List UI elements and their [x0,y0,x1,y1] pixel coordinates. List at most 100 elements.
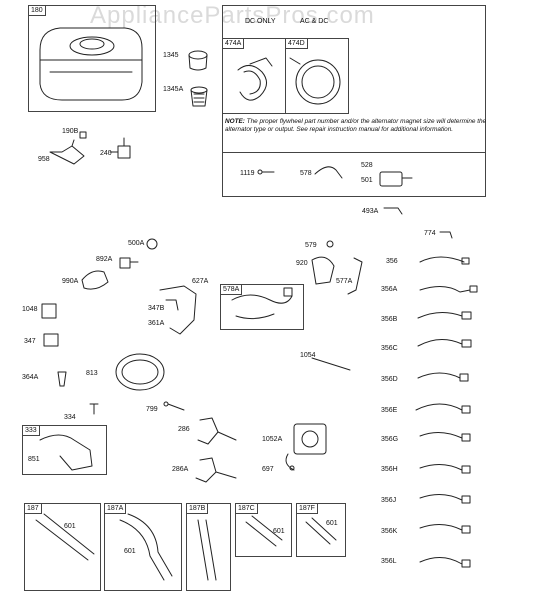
label-240: 240 [100,150,112,157]
part-990a [81,270,109,290]
label-1052a: 1052A [262,436,283,443]
harness-356j-part [419,494,471,504]
part-286a [195,457,237,483]
part-347 [43,333,59,347]
label-578: 578 [300,170,312,177]
label-356j: 356J [381,497,397,504]
label-697: 697 [262,466,274,473]
harness-356g-part [419,432,471,442]
label-356d: 356D [381,376,398,383]
harness-box: 578A [220,284,304,330]
regulator-501-part [379,171,413,187]
dipstick-578-part [314,166,343,179]
label-577a: 577A [336,278,353,285]
part-500a [146,238,158,250]
part-697 [289,465,295,471]
alternator-474d-part [289,57,341,105]
alternator-474a-part [237,57,273,101]
label-627a: 627A [192,278,209,285]
label-1345: 1345 [163,52,179,59]
note-prefix: NOTE: [225,118,245,125]
label-601-hose-187a: 601 [124,548,136,555]
label-347b: 347B [148,305,165,312]
label-851: 851 [28,456,40,463]
alternator-d-box: 474D [285,38,349,114]
harness-356k-part [419,524,471,534]
alternator-d-label: 474D [286,39,308,49]
label-361a: 361A [148,320,165,327]
bracket-493a-part [383,207,403,215]
fuel-tank-part [39,27,143,101]
label-1119: 1119 [240,170,255,177]
label-356l: 356L [381,558,397,565]
hose-187c-box: 187C [235,503,292,557]
assembly-333-part [39,434,93,471]
label-500a: 500A [128,240,145,247]
label-356c: 356C [381,345,398,352]
harness-356b-part [417,311,472,320]
label-364a: 364A [22,374,39,381]
clamp-813-part [115,353,165,391]
label-347: 347 [24,338,36,345]
shutoff-240-part [109,137,131,159]
part-334 [89,403,99,415]
part-799 [163,401,185,411]
solenoid-1052a-part [285,423,327,471]
hose-187a-part [119,513,173,581]
fuel-cap-part [188,50,208,71]
hose-187f-label: 187F [297,504,318,514]
alternator-a-label: 474A [223,39,245,49]
screw-190b-part [79,131,87,139]
label-356e: 356E [381,407,398,414]
label-601-hose-187c: 601 [273,528,285,535]
label-920: 920 [296,260,308,267]
label-334: 334 [64,414,76,421]
label-892a: 892A [96,256,113,263]
part-364a [57,371,67,387]
label-579: 579 [305,242,317,249]
part-579 [326,240,334,248]
label-990a: 990A [62,278,79,285]
hose-187c-label: 187C [236,504,258,514]
part-627a [159,285,197,335]
label-356: 356 [386,258,398,265]
harness-356c-part [417,339,472,348]
hose-187-part [35,513,95,561]
watermark: AppliancePartsPros.com [90,2,375,29]
label-356b: 356B [381,316,398,323]
label-286: 286 [178,426,190,433]
label-528: 528 [361,162,373,169]
hose-187f-box: 187F [296,503,346,557]
screw-1119-part [257,169,275,175]
dc-only-header: DC ONLY [245,18,276,25]
label-501: 501 [361,177,373,184]
part-347b [165,299,179,311]
label-1054: 1054 [300,352,316,359]
fuel-valve-958-part [49,139,85,165]
alternator-note: NOTE: The proper flywheel part number an… [225,118,487,134]
label-356h: 356H [381,466,398,473]
part-1054 [311,357,351,371]
label-1048: 1048 [22,306,38,313]
hose-187a-box: 187A [104,503,182,591]
label-799: 799 [146,406,158,413]
filter-1345a-part [190,86,208,107]
label-1345a: 1345A [163,86,184,93]
harness-box-label: 578A [221,285,243,295]
label-493a: 493A [362,208,379,215]
hose-187b-box: 187B [186,503,231,591]
note-text: The proper flywheel part number and/or t… [225,118,487,133]
small-parts-box [222,152,486,197]
label-774: 774 [424,230,436,237]
label-356g: 356G [381,436,399,443]
assembly-333-box: 333 [22,425,107,475]
hose-187b-label: 187B [187,504,209,514]
fuel-tank-box: 180 [28,5,156,112]
label-356a: 356A [381,286,398,293]
part-286 [197,417,237,445]
part-892a [119,257,139,269]
clip-774-part [439,231,453,239]
part-920 [311,256,335,285]
assembly-333-label: 333 [23,426,40,436]
harness-356d-part [417,372,469,382]
